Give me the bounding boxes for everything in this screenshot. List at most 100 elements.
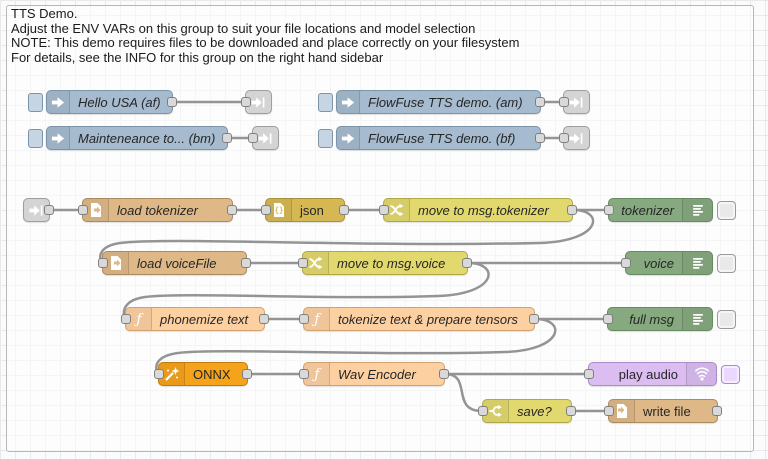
port-input[interactable] (78, 205, 88, 215)
port-output[interactable] (535, 133, 545, 143)
port-input[interactable] (379, 205, 389, 215)
node-label: Wav Encoder (338, 366, 416, 382)
port-output[interactable] (566, 406, 576, 416)
node-wav-encoder[interactable]: ƒ Wav Encoder (299, 362, 449, 386)
node-link-out-b[interactable] (248, 126, 279, 150)
port-input[interactable] (559, 97, 569, 107)
port-input[interactable] (299, 314, 309, 324)
inject-button[interactable] (28, 129, 43, 148)
node-write-file[interactable]: write file (604, 399, 722, 423)
wire[interactable] (122, 261, 490, 321)
port-output[interactable] (712, 406, 722, 416)
node-phonemize-text[interactable]: ƒ phonemize text (121, 307, 269, 331)
node-label: FlowFuse TTS demo. (bf) (368, 130, 516, 146)
port-output[interactable] (462, 258, 472, 268)
wire[interactable] (155, 317, 557, 376)
node-onnx[interactable]: ONNX (154, 362, 252, 386)
port-output[interactable] (242, 369, 252, 379)
node-switch-save[interactable]: save? (478, 399, 576, 423)
node-label: load voiceFile (137, 255, 217, 271)
port-input[interactable] (621, 258, 631, 268)
node-link-out-d[interactable] (559, 126, 590, 150)
port-input[interactable] (261, 205, 271, 215)
wire[interactable] (99, 208, 595, 265)
node-label: move to msg.voice (337, 255, 446, 271)
node-label: load tokenizer (117, 202, 198, 218)
node-label: json (300, 202, 324, 218)
inject-button[interactable] (318, 129, 333, 148)
node-label: FlowFuse TTS demo. (am) (368, 94, 523, 110)
group-label: TTS Demo. Adjust the ENV VARs on this gr… (11, 6, 519, 65)
port-output[interactable] (439, 369, 449, 379)
port-output[interactable] (167, 97, 177, 107)
node-link-in[interactable] (23, 198, 54, 222)
port-input[interactable] (559, 133, 569, 143)
debug-toggle-button[interactable] (717, 254, 736, 273)
node-label: save? (517, 403, 552, 419)
port-input[interactable] (241, 97, 251, 107)
node-load-tokenizer[interactable]: load tokenizer (78, 198, 237, 222)
json-braces-icon: {} (266, 199, 292, 221)
file-read-icon (83, 199, 109, 221)
node-inject-hello-usa[interactable]: Hello USA (af) (28, 90, 177, 114)
file-write-icon (609, 400, 635, 422)
port-output[interactable] (529, 314, 539, 324)
node-inject-flowfuse-am[interactable]: FlowFuse TTS demo. (am) (318, 90, 545, 114)
wire[interactable] (443, 372, 484, 413)
magic-wand-icon (159, 363, 185, 385)
node-inject-flowfuse-bf[interactable]: FlowFuse TTS demo. (bf) (318, 126, 545, 150)
link-arrow-icon (564, 127, 589, 149)
node-move-to-msg-voice[interactable]: move to msg.voice (298, 251, 472, 275)
node-debug-tokenizer[interactable]: tokenizer (604, 198, 736, 222)
port-output[interactable] (227, 205, 237, 215)
arrow-right-icon (47, 127, 70, 149)
node-load-voicefile[interactable]: load voiceFile (98, 251, 251, 275)
port-input[interactable] (478, 406, 488, 416)
port-input[interactable] (98, 258, 108, 268)
node-link-out-c[interactable] (559, 90, 590, 114)
inject-button[interactable] (318, 93, 333, 112)
node-link-out-a[interactable] (241, 90, 272, 114)
node-move-to-msg-tokenizer[interactable]: move to msg.tokenizer (379, 198, 577, 222)
group-label-line: TTS Demo. (11, 6, 78, 21)
list-lines-icon (682, 308, 712, 330)
link-arrow-icon (24, 199, 49, 221)
port-input[interactable] (604, 406, 614, 416)
function-f-icon: ƒ (304, 363, 330, 385)
debug-toggle-button[interactable] (717, 201, 736, 220)
port-input[interactable] (603, 314, 613, 324)
port-input[interactable] (248, 133, 258, 143)
debug-toggle-button[interactable] (717, 310, 736, 329)
port-output[interactable] (535, 97, 545, 107)
shuffle-icon (303, 252, 329, 274)
port-output[interactable] (241, 258, 251, 268)
port-output[interactable] (44, 205, 54, 215)
port-input[interactable] (298, 258, 308, 268)
arrow-right-icon (337, 127, 360, 149)
node-inject-maintenance[interactable]: Mainteneance to... (bm) (28, 126, 232, 150)
function-f-icon: ƒ (126, 308, 152, 330)
node-play-audio[interactable]: play audio (584, 362, 740, 386)
port-input[interactable] (584, 369, 594, 379)
port-output[interactable] (259, 314, 269, 324)
port-input[interactable] (299, 369, 309, 379)
sound-waves-icon (686, 363, 716, 385)
port-output[interactable] (567, 205, 577, 215)
port-output[interactable] (339, 205, 349, 215)
port-input[interactable] (604, 205, 614, 215)
svg-text:ƒ: ƒ (133, 312, 144, 328)
node-tokenize-text-prepare-tensors[interactable]: ƒ tokenize text & prepare tensors (299, 307, 539, 331)
fork-icon (483, 400, 509, 422)
port-output[interactable] (222, 133, 232, 143)
node-label: play audio (618, 366, 678, 382)
play-audio-button[interactable] (721, 365, 740, 384)
node-json[interactable]: {} json (261, 198, 349, 222)
node-debug-voice[interactable]: voice (621, 251, 736, 275)
port-input[interactable] (154, 369, 164, 379)
port-input[interactable] (121, 314, 131, 324)
inject-button[interactable] (28, 93, 43, 112)
node-label: phonemize text (160, 311, 249, 327)
node-debug-full-msg[interactable]: full msg (603, 307, 736, 331)
list-lines-icon (682, 199, 712, 221)
